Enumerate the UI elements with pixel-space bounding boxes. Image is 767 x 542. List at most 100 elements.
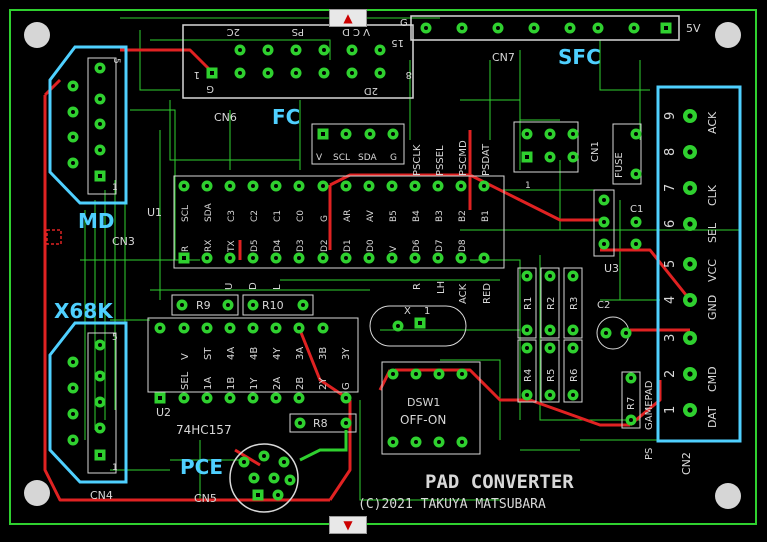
- fc-pin-2d: 2D: [364, 85, 378, 96]
- board-title: PAD CONVERTER: [425, 471, 574, 493]
- svg-text:4: 4: [663, 296, 678, 304]
- md-label: MD: [78, 209, 115, 233]
- md-pin-1: 1: [112, 183, 118, 193]
- fc-pin-ps: PS: [292, 26, 304, 37]
- fuse-pad-1: [630, 128, 642, 140]
- svg-text:B4: B4: [412, 210, 422, 222]
- svg-text:CMD: CMD: [706, 366, 719, 392]
- svg-text:CLK: CLK: [706, 184, 719, 206]
- svg-text:9: 9: [663, 112, 678, 120]
- mount-hole-tl: [24, 22, 50, 48]
- fc-pin-g: G: [206, 83, 214, 94]
- cn1-pin-1: 1: [525, 181, 531, 191]
- svg-text:ACK: ACK: [706, 111, 719, 134]
- x68k-inner: [87, 332, 117, 474]
- u2-top-labels: V ST 4A 4B 4Y 3A 3B 3Y: [180, 347, 352, 360]
- scroll-up-button[interactable]: ▲: [329, 9, 367, 27]
- cn2-numbers: 9 8 7 6 5 4 3 2 1: [663, 112, 678, 414]
- fuse-outline: [612, 123, 642, 185]
- svg-text:1B: 1B: [226, 377, 237, 390]
- scroll-down-button[interactable]: ▼: [329, 516, 367, 534]
- svg-text:3Y: 3Y: [341, 347, 352, 360]
- svg-text:D4: D4: [273, 239, 283, 252]
- r9-label: R9: [196, 299, 211, 312]
- cn4-ref: CN4: [90, 489, 113, 502]
- svg-text:1Y: 1Y: [249, 377, 260, 390]
- cn1-pins: [521, 128, 579, 163]
- svg-text:SEL: SEL: [706, 222, 719, 243]
- sfc-label: SFC: [558, 45, 601, 69]
- svg-text:D6: D6: [412, 239, 422, 252]
- svg-text:SCL: SCL: [181, 205, 191, 222]
- i2c-label-scl: SCL: [333, 153, 350, 163]
- svg-text:8: 8: [663, 148, 678, 156]
- svg-text:2Y: 2Y: [318, 377, 329, 390]
- r10-outline: [242, 294, 314, 316]
- svg-text:R2: R2: [546, 297, 557, 310]
- i2c-label-v: V: [316, 153, 323, 163]
- cn7-ref: CN7: [492, 51, 515, 64]
- gamepad-label: GAMEPAD: [644, 380, 655, 430]
- i2c-pins: [317, 128, 399, 140]
- u1-top-labels: SCL SDA C3 C2 C1 C0 G AR AV B5 B4 B3 B2 …: [181, 203, 491, 222]
- u2-outline: [147, 317, 359, 393]
- i2c-label-g: G: [390, 153, 397, 163]
- svg-text:3B: 3B: [318, 347, 329, 360]
- svg-text:4A: 4A: [226, 347, 237, 360]
- svg-text:SDA: SDA: [204, 203, 214, 222]
- svg-text:SEL: SEL: [180, 371, 191, 390]
- r-block-outlines: [517, 267, 583, 403]
- svg-text:B3: B3: [435, 210, 445, 222]
- svg-text:C0: C0: [296, 210, 306, 222]
- xtal-outline: [369, 305, 467, 347]
- svg-text:G: G: [320, 215, 330, 222]
- svg-text:2A: 2A: [272, 377, 283, 390]
- fc-pin-1: 1: [194, 69, 200, 80]
- md-pins: [67, 62, 106, 182]
- svg-text:RED: RED: [482, 283, 493, 304]
- cn5-ref: CN5: [194, 492, 217, 505]
- svg-text:R3: R3: [569, 297, 580, 310]
- i2c-label-sda: SDA: [358, 153, 377, 163]
- x68k-label: X68K: [54, 299, 114, 323]
- svg-text:C1: C1: [273, 210, 283, 222]
- cn1-outline: [513, 121, 579, 173]
- u2-top-pins: [154, 322, 329, 334]
- u1-bottom-pins: [178, 252, 490, 264]
- md-inner: [87, 57, 117, 195]
- cn6-pins: [206, 44, 386, 79]
- u1-sub-labels: U D L R LH ACK RED: [224, 281, 493, 304]
- svg-text:1: 1: [663, 406, 678, 414]
- svg-text:D: D: [248, 282, 259, 290]
- md-outline: [48, 45, 128, 205]
- fc-label: FC: [272, 105, 300, 129]
- svg-text:U: U: [224, 283, 235, 290]
- r10-label: R10: [262, 299, 284, 312]
- r8-outline: [289, 413, 357, 433]
- svg-text:AV: AV: [366, 209, 376, 222]
- cn6-outline: [182, 24, 414, 99]
- u1-ref: U1: [147, 206, 162, 219]
- svg-text:C2: C2: [250, 210, 260, 222]
- u1-bottom-labels: R RX TX D5 D4 D3 D2 D1 D0 V D6 D7 D8: [181, 239, 468, 253]
- svg-text:2B: 2B: [295, 377, 306, 390]
- cn7-pins: [420, 22, 672, 34]
- svg-text:4Y: 4Y: [272, 347, 283, 360]
- cn2-outline: [656, 85, 742, 443]
- pce-label: PCE: [180, 455, 223, 479]
- fc-pin-15: 15: [391, 37, 404, 48]
- svg-text:PSCLK: PSCLK: [412, 144, 423, 176]
- svg-text:ST: ST: [203, 347, 214, 360]
- cn7-pin-5v: 5V: [686, 22, 701, 35]
- cn2-signal-labels: DAT CMD GND VCC SEL CLK ACK: [706, 111, 719, 428]
- svg-text:B5: B5: [389, 210, 399, 222]
- xtal-ref: X: [404, 306, 411, 317]
- cn7-outline: [410, 15, 680, 41]
- fc-pin-2c: 2C: [227, 26, 240, 37]
- svg-text:3A: 3A: [295, 347, 306, 360]
- cn2-pins: [683, 109, 697, 417]
- svg-text:D0: D0: [366, 239, 376, 252]
- mount-hole-br: [715, 483, 741, 509]
- svg-text:GND: GND: [706, 295, 719, 320]
- r-block-labels: R1 R2 R3 R4 R5 R6: [523, 297, 580, 382]
